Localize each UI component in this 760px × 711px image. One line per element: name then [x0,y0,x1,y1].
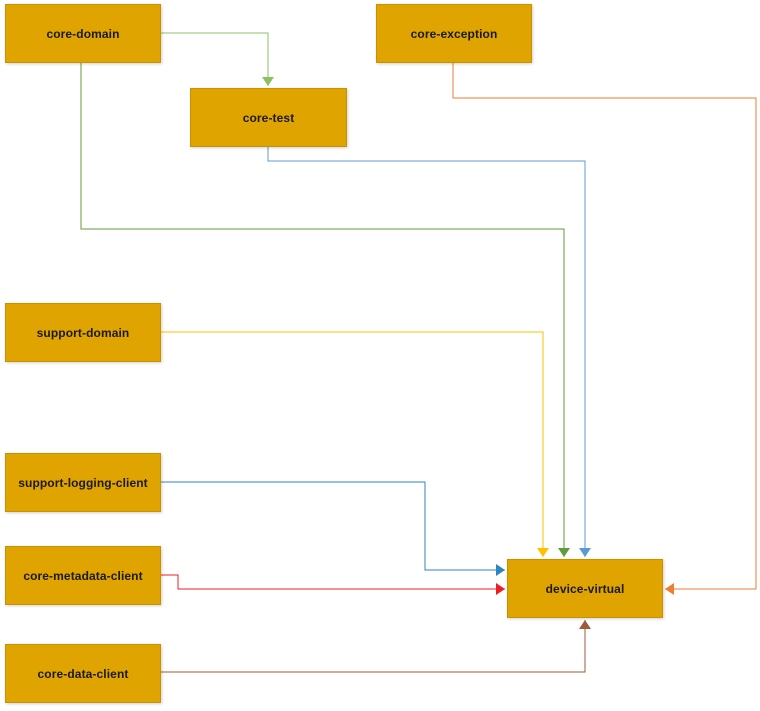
edge-support-logging-client-to-device-virtual [161,481,505,576]
node-support-domain[interactable]: support-domain [5,303,161,362]
node-core-metadata-client[interactable]: core-metadata-client [5,546,161,605]
edge-support-domain-to-device-virtual [161,331,549,557]
edge-core-test-to-device-virtual [267,147,591,557]
node-label: core-exception [410,26,498,41]
node-support-logging-client[interactable]: support-logging-client [5,453,161,512]
node-label: core-data-client [37,666,129,681]
edge-core-domain-to-core-test [161,32,274,86]
node-label: support-domain [36,325,130,340]
node-label: core-metadata-client [23,568,143,583]
edge-core-exception-to-device-virtual [452,63,757,595]
node-label: device-virtual [545,581,625,596]
node-core-exception[interactable]: core-exception [376,4,532,63]
node-label: core-test [242,110,295,125]
node-label: support-logging-client [18,475,148,490]
edge-core-metadata-client-to-device-virtual [161,574,505,595]
node-core-domain[interactable]: core-domain [5,4,161,63]
node-core-data-client[interactable]: core-data-client [5,644,161,703]
node-core-test[interactable]: core-test [190,88,347,147]
node-label: core-domain [46,26,120,41]
node-device-virtual[interactable]: device-virtual [507,559,663,618]
edge-core-data-client-to-device-virtual [161,620,591,673]
